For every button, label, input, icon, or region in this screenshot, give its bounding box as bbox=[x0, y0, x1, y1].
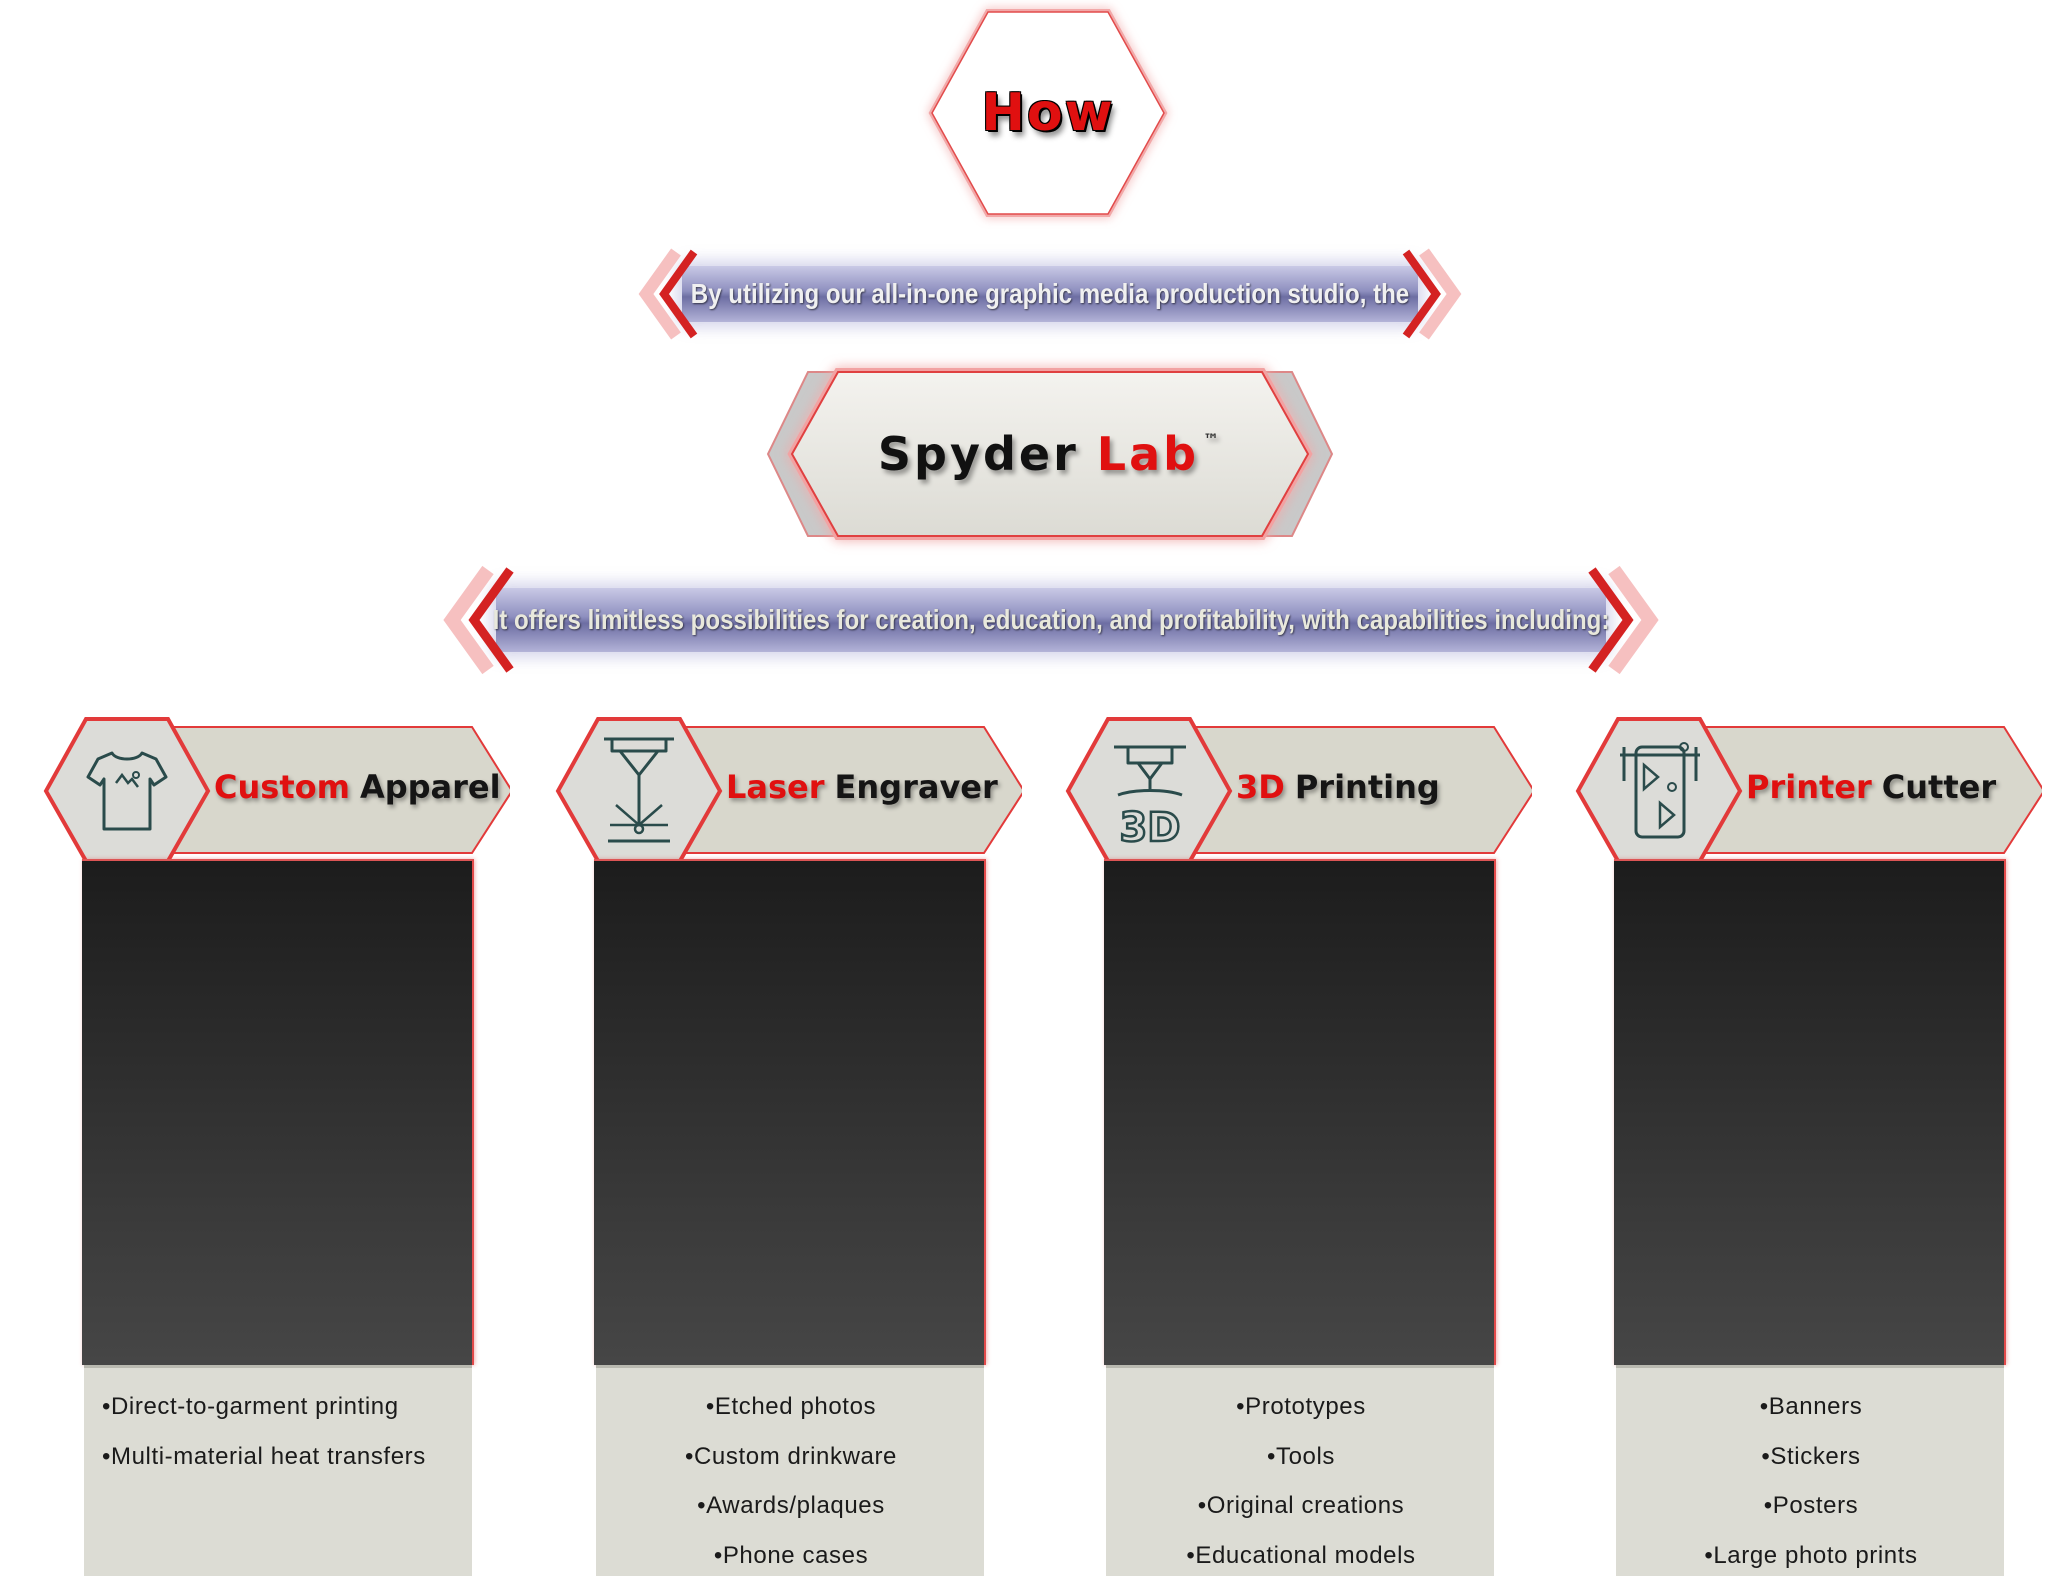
list-item: •Multi-material heat transfers bbox=[102, 1442, 456, 1492]
intro-text: By utilizing our all-in-one graphic medi… bbox=[694, 266, 1406, 322]
tab-title-dark: Printing bbox=[1295, 768, 1440, 806]
svg-text:3D: 3D bbox=[1119, 805, 1180, 851]
list-item: •Direct-to-garment printing bbox=[102, 1392, 456, 1442]
capability-list: •Etched photos •Custom drinkware •Awards… bbox=[596, 1365, 984, 1576]
image-panel bbox=[82, 859, 474, 1365]
how-hexagon: How bbox=[928, 8, 1168, 218]
column-3d-printing: 3D 3D Printing •Prototypes •Tools •Origi… bbox=[1064, 715, 1532, 1573]
laser-icon bbox=[596, 729, 682, 853]
tab-title-dark: Cutter bbox=[1882, 768, 1996, 806]
column-printer-cutter: Printer Cutter •Banners •Stickers •Poste… bbox=[1574, 715, 2042, 1573]
brand-word-spyder: Spyder bbox=[878, 427, 1079, 481]
capabilities-banner: It offers limitless possibilities for cr… bbox=[440, 564, 1662, 676]
tab-title-dark: Engraver bbox=[835, 768, 998, 806]
tab-title-red: Printer bbox=[1746, 768, 1872, 806]
column-laser-engraver: Laser Engraver •Etched photos •Custom dr… bbox=[554, 715, 1022, 1573]
tab-title-red: 3D bbox=[1236, 768, 1285, 806]
trademark-symbol: ™ bbox=[1203, 430, 1222, 449]
list-item: •Posters bbox=[1634, 1491, 1988, 1541]
image-panel bbox=[1104, 859, 1496, 1365]
list-item: •Phone cases bbox=[614, 1541, 968, 1590]
capability-list: •Direct-to-garment printing •Multi-mater… bbox=[84, 1365, 472, 1576]
image-panel bbox=[594, 859, 986, 1365]
list-item: •Original creations bbox=[1124, 1491, 1478, 1541]
tab-title-red: Custom bbox=[214, 768, 350, 806]
list-item: •Educational models bbox=[1124, 1541, 1478, 1590]
capabilities-text: It offers limitless possibilities for cr… bbox=[526, 588, 1577, 652]
list-item: •Large photo prints bbox=[1634, 1541, 1988, 1590]
column-custom-apparel: Custom Apparel •Direct-to-garment printi… bbox=[42, 715, 510, 1573]
brand-word-lab: Lab bbox=[1097, 427, 1199, 481]
list-item: •Prototypes bbox=[1124, 1392, 1478, 1442]
list-item: •Custom drinkware bbox=[614, 1442, 968, 1492]
tshirt-icon bbox=[84, 743, 170, 839]
intro-banner: By utilizing our all-in-one graphic medi… bbox=[636, 246, 1464, 342]
brand-emblem: Spyder Lab ™ bbox=[768, 368, 1332, 540]
list-item: •Etched photos bbox=[614, 1392, 968, 1442]
3d-printer-icon: 3D bbox=[1104, 729, 1196, 853]
printer-cutter-icon bbox=[1614, 733, 1706, 849]
capability-list: •Prototypes •Tools •Original creations •… bbox=[1106, 1365, 1494, 1576]
capability-list: •Banners •Stickers •Posters •Large photo… bbox=[1616, 1365, 2004, 1576]
image-panel bbox=[1614, 859, 2006, 1365]
tab-title-dark: Apparel bbox=[360, 768, 501, 806]
list-item: •Banners bbox=[1634, 1392, 1988, 1442]
list-item: •Stickers bbox=[1634, 1442, 1988, 1492]
list-item: •Awards/plaques bbox=[614, 1491, 968, 1541]
list-item: •Tools bbox=[1124, 1442, 1478, 1492]
tab-title-red: Laser bbox=[726, 768, 825, 806]
how-heading: How bbox=[928, 8, 1168, 218]
